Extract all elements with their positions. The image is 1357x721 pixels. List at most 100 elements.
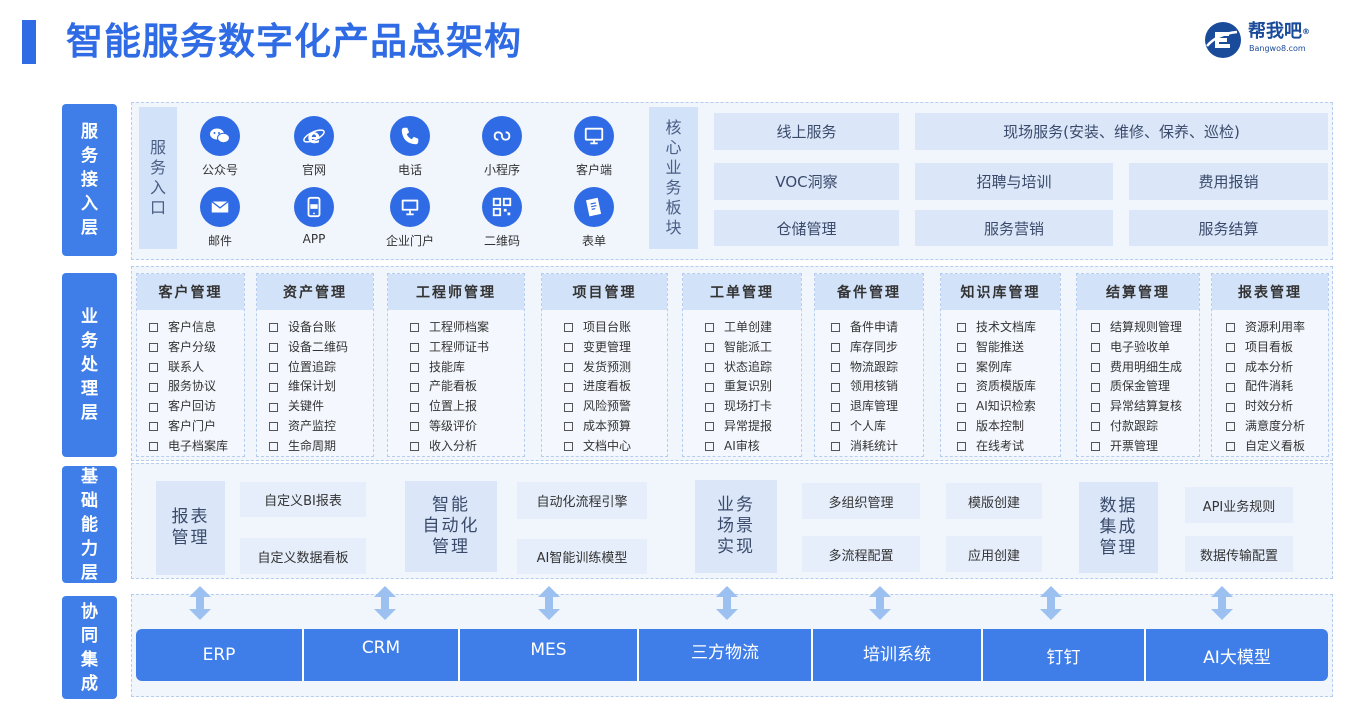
- module-item[interactable]: 客户回访: [149, 397, 244, 417]
- module-item[interactable]: 客户门户: [149, 417, 244, 437]
- module-item[interactable]: 消耗统计: [831, 437, 923, 457]
- module-item[interactable]: 工程师证书: [410, 338, 524, 358]
- system-ai-model[interactable]: AI大模型: [1203, 647, 1271, 668]
- capability-item[interactable]: 自定义数据看板: [240, 538, 366, 574]
- system-3pl[interactable]: 三方物流: [691, 642, 759, 663]
- module-item[interactable]: 产能看板: [410, 377, 524, 397]
- module-item[interactable]: 联系人: [149, 358, 244, 378]
- module-item[interactable]: AI审核: [705, 437, 801, 457]
- entry-wechat[interactable]: 公众号: [185, 116, 255, 178]
- entry-mail[interactable]: 邮件: [185, 187, 255, 249]
- system-mes[interactable]: MES: [530, 640, 567, 660]
- system-crm[interactable]: CRM: [361, 638, 401, 658]
- core-item-service-marketing[interactable]: 服务营销: [915, 210, 1113, 246]
- module-item[interactable]: 智能派工: [705, 338, 801, 358]
- module-item[interactable]: 退库管理: [831, 397, 923, 417]
- core-item-online-service[interactable]: 线上服务: [714, 113, 899, 150]
- entry-label: 公众号: [201, 163, 238, 177]
- module-item[interactable]: 位置上报: [410, 397, 524, 417]
- module-item[interactable]: 案例库: [957, 358, 1060, 378]
- module-item[interactable]: 版本控制: [957, 417, 1060, 437]
- capability-item[interactable]: 多流程配置: [802, 536, 920, 572]
- module-item[interactable]: 备件申请: [831, 318, 923, 338]
- capability-item[interactable]: 应用创建: [946, 536, 1042, 572]
- module-item[interactable]: 服务协议: [149, 377, 244, 397]
- entry-client[interactable]: 客户端: [559, 116, 629, 178]
- module-item[interactable]: 异常提报: [705, 417, 801, 437]
- module-item[interactable]: 关键件: [269, 397, 373, 417]
- entry-qrcode[interactable]: 二维码: [467, 187, 537, 249]
- module-item[interactable]: 设备二维码: [269, 338, 373, 358]
- capability-item[interactable]: API业务规则: [1185, 487, 1293, 523]
- module-item[interactable]: 收入分析: [410, 437, 524, 457]
- module-item[interactable]: 资产监控: [269, 417, 373, 437]
- capability-item[interactable]: 数据传输配置: [1185, 536, 1293, 572]
- module-item[interactable]: 维保计划: [269, 377, 373, 397]
- module-item[interactable]: 项目看板: [1226, 338, 1328, 358]
- module-item[interactable]: 工单创建: [705, 318, 801, 338]
- module-item[interactable]: AI知识检索: [957, 397, 1060, 417]
- module-item[interactable]: 项目台账: [564, 318, 667, 338]
- module-item[interactable]: 文档中心: [564, 437, 667, 457]
- module-item[interactable]: 设备台账: [269, 318, 373, 338]
- entry-website[interactable]: e 官网: [279, 116, 349, 178]
- module-item[interactable]: 时效分析: [1226, 397, 1328, 417]
- module-item[interactable]: 生命周期: [269, 437, 373, 457]
- entry-phone[interactable]: 电话: [375, 116, 445, 178]
- system-erp[interactable]: ERP: [202, 645, 236, 665]
- capability-item[interactable]: 自动化流程引擎: [517, 482, 647, 519]
- module-item[interactable]: 个人库: [831, 417, 923, 437]
- module-item[interactable]: 在线考试: [957, 437, 1060, 457]
- module-item[interactable]: 资质模版库: [957, 377, 1060, 397]
- module-item[interactable]: 自定义看板: [1226, 437, 1328, 457]
- module-item[interactable]: 开票管理: [1091, 437, 1199, 457]
- module-item[interactable]: 异常结算复核: [1091, 397, 1199, 417]
- capability-item[interactable]: 多组织管理: [802, 483, 920, 519]
- module-item[interactable]: 客户信息: [149, 318, 244, 338]
- module-item[interactable]: 客户分级: [149, 338, 244, 358]
- module-item[interactable]: 费用明细生成: [1091, 358, 1199, 378]
- module-item[interactable]: 成本分析: [1226, 358, 1328, 378]
- entry-mini-program[interactable]: 小程序: [467, 116, 537, 178]
- core-item-expense[interactable]: 费用报销: [1129, 163, 1328, 200]
- module-item[interactable]: 结算规则管理: [1091, 318, 1199, 338]
- module-item[interactable]: 物流跟踪: [831, 358, 923, 378]
- module-item[interactable]: 工程师档案: [410, 318, 524, 338]
- module-item[interactable]: 库存同步: [831, 338, 923, 358]
- capability-item[interactable]: 自定义BI报表: [240, 482, 366, 517]
- module-item[interactable]: 付款跟踪: [1091, 417, 1199, 437]
- module-item[interactable]: 满意度分析: [1226, 417, 1328, 437]
- module-item[interactable]: 发货预测: [564, 358, 667, 378]
- core-item-recruit-training[interactable]: 招聘与培训: [915, 163, 1113, 200]
- entry-form[interactable]: 表单: [559, 187, 629, 249]
- module-item[interactable]: 技术文档库: [957, 318, 1060, 338]
- module-item[interactable]: 位置追踪: [269, 358, 373, 378]
- entry-portal[interactable]: 企业门户: [375, 187, 445, 249]
- module-item[interactable]: 技能库: [410, 358, 524, 378]
- module-item[interactable]: 现场打卡: [705, 397, 801, 417]
- entry-app[interactable]: APP: [279, 187, 349, 246]
- module-item[interactable]: 配件消耗: [1226, 377, 1328, 397]
- core-item-service-settlement[interactable]: 服务结算: [1129, 210, 1328, 246]
- module-item[interactable]: 变更管理: [564, 338, 667, 358]
- module-item[interactable]: 风险预警: [564, 397, 667, 417]
- system-training[interactable]: 培训系统: [863, 644, 931, 665]
- core-item-warehouse[interactable]: 仓储管理: [714, 210, 899, 246]
- module-item[interactable]: 等级评价: [410, 417, 524, 437]
- module-item[interactable]: 进度看板: [564, 377, 667, 397]
- capability-item[interactable]: AI智能训练模型: [517, 539, 647, 574]
- module-item[interactable]: 智能推送: [957, 338, 1060, 358]
- module-item[interactable]: 质保金管理: [1091, 377, 1199, 397]
- capability-item[interactable]: 模版创建: [946, 483, 1042, 519]
- module-item[interactable]: 领用核销: [831, 377, 923, 397]
- core-item-voc[interactable]: VOC洞察: [714, 163, 899, 200]
- layer-label-char: 力: [81, 538, 98, 559]
- system-dingtalk[interactable]: 钉钉: [1046, 647, 1081, 668]
- module-item[interactable]: 资源利用率: [1226, 318, 1328, 338]
- module-item[interactable]: 重复识别: [705, 377, 801, 397]
- module-item[interactable]: 状态追踪: [705, 358, 801, 378]
- module-item[interactable]: 成本预算: [564, 417, 667, 437]
- module-item[interactable]: 电子档案库: [149, 437, 244, 457]
- module-item[interactable]: 电子验收单: [1091, 338, 1199, 358]
- core-item-field-service[interactable]: 现场服务(安装、维修、保养、巡检): [915, 113, 1328, 150]
